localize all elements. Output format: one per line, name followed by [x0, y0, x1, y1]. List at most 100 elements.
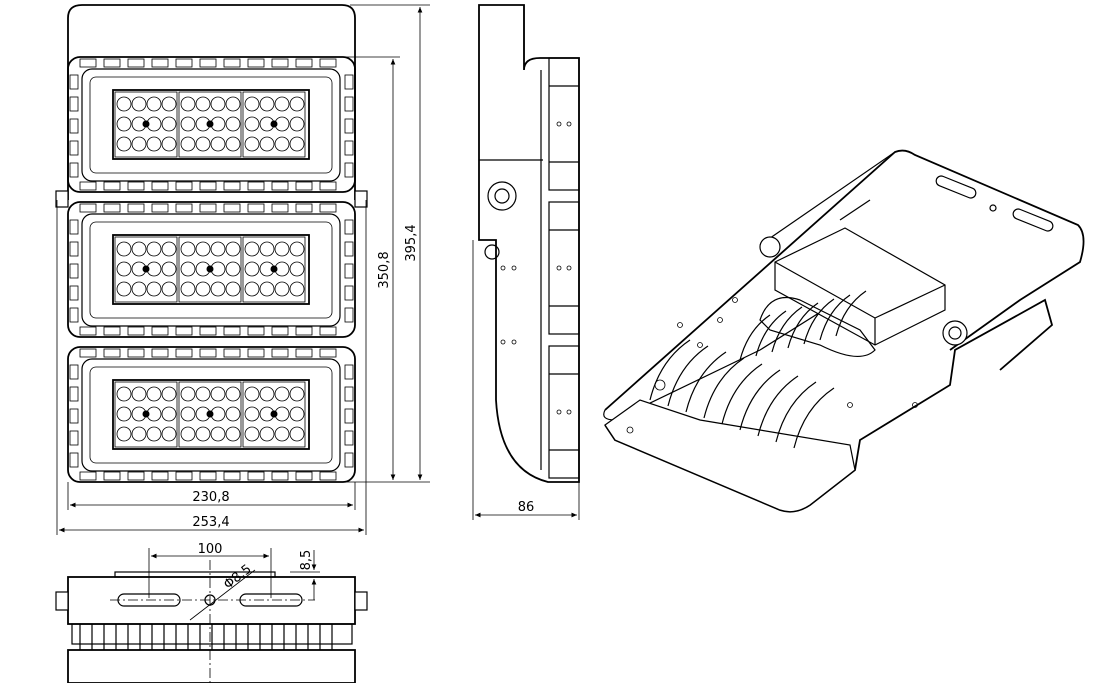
led [274, 386, 290, 402]
top-offset-label: 8,5 [299, 550, 314, 571]
led [180, 281, 196, 297]
led [180, 261, 196, 277]
led [180, 136, 196, 152]
led [116, 386, 132, 402]
led [225, 386, 241, 402]
led [274, 241, 290, 257]
hole-spacing-label: 100 [198, 542, 223, 557]
led [289, 116, 305, 132]
led [131, 281, 147, 297]
led [210, 426, 226, 442]
led [116, 116, 132, 132]
led [146, 281, 162, 297]
led [274, 96, 290, 112]
led [195, 96, 211, 112]
led [210, 386, 226, 402]
side-view: 86 [472, 4, 580, 520]
led [195, 136, 211, 152]
led-panel [112, 379, 310, 450]
isometric-view [603, 149, 1085, 513]
led-module [67, 56, 356, 193]
led [289, 136, 305, 152]
outer-height-label: 395,4 [404, 224, 419, 261]
led [289, 406, 305, 422]
led [225, 241, 241, 257]
led [225, 116, 241, 132]
iso-bracket [604, 149, 1085, 411]
led [180, 96, 196, 112]
led [289, 426, 305, 442]
led [161, 136, 177, 152]
led-modules [67, 56, 356, 483]
led [146, 241, 162, 257]
led [244, 426, 260, 442]
led [289, 261, 305, 277]
led [116, 136, 132, 152]
led [161, 241, 177, 257]
led [195, 386, 211, 402]
led [161, 426, 177, 442]
led [289, 96, 305, 112]
led [225, 406, 241, 422]
hole-diameter-label: Φ8,5 [221, 562, 255, 593]
top-view: 100 Φ8,5 8,5 [55, 542, 368, 683]
led-module [67, 201, 356, 338]
driver-box [774, 227, 946, 346]
led [161, 386, 177, 402]
led [180, 116, 196, 132]
led [116, 426, 132, 442]
led [146, 386, 162, 402]
led [274, 281, 290, 297]
led-module [67, 346, 356, 483]
led [225, 261, 241, 277]
led [259, 281, 275, 297]
bracket-outline [67, 4, 356, 200]
led [131, 241, 147, 257]
led [146, 136, 162, 152]
led [180, 406, 196, 422]
led [161, 96, 177, 112]
led [225, 426, 241, 442]
inner-width-label: 230,8 [192, 490, 229, 505]
led [195, 426, 211, 442]
led [289, 281, 305, 297]
led [274, 426, 290, 442]
led [161, 116, 177, 132]
led [195, 241, 211, 257]
led [259, 136, 275, 152]
left-knob [55, 190, 69, 208]
led [244, 136, 260, 152]
led [180, 386, 196, 402]
led [116, 261, 132, 277]
led [225, 96, 241, 112]
led [131, 136, 147, 152]
right-knob [354, 190, 368, 208]
outer-width-label: 253,4 [192, 515, 229, 530]
led-panel [112, 89, 310, 160]
led [131, 96, 147, 112]
led [210, 96, 226, 112]
led [180, 241, 196, 257]
led [244, 241, 260, 257]
led [116, 281, 132, 297]
led [116, 96, 132, 112]
led [146, 96, 162, 112]
front-view: 230,8 253,4 350,8 395,4 [55, 4, 430, 535]
led [116, 406, 132, 422]
led [161, 281, 177, 297]
bracket-top [67, 576, 356, 625]
depth-label: 86 [518, 500, 535, 515]
led [244, 261, 260, 277]
led [244, 116, 260, 132]
led [161, 261, 177, 277]
led [116, 241, 132, 257]
side-knob [487, 181, 517, 211]
led [195, 281, 211, 297]
led [161, 406, 177, 422]
led [244, 406, 260, 422]
led [131, 386, 147, 402]
led [225, 281, 241, 297]
inner-height-label: 350,8 [377, 251, 392, 288]
led [244, 386, 260, 402]
led [225, 136, 241, 152]
